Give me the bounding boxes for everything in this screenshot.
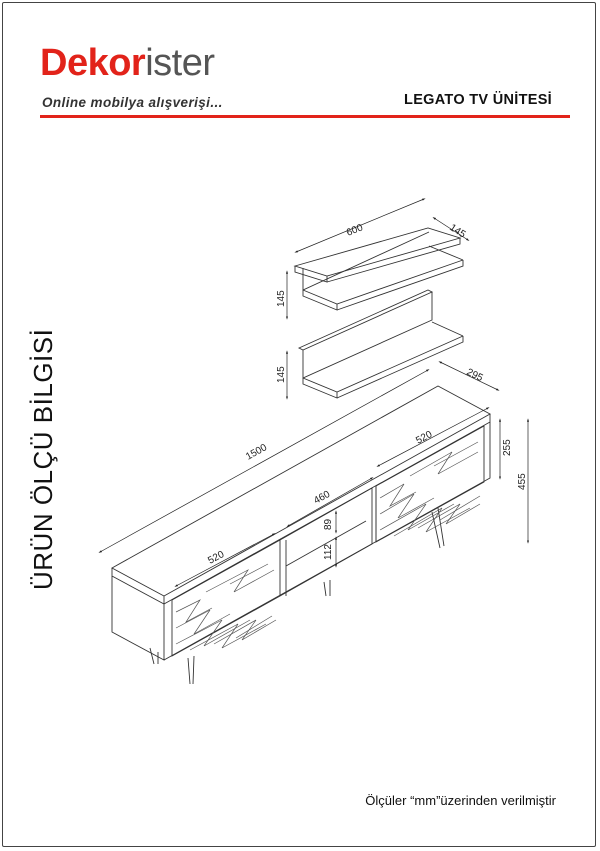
brand-logo-bold: Dekor	[40, 42, 146, 84]
header-divider	[40, 115, 570, 118]
product-title: LEGATO TV ÜNİTESİ	[404, 92, 552, 108]
lower-wall-shelf	[297, 289, 464, 399]
tv-unit	[111, 385, 491, 685]
dim-right-door-width: 520	[414, 429, 434, 447]
dim-middle-upper-height: 89	[323, 518, 334, 530]
upper-wall-shelf	[293, 227, 464, 311]
dim-middle-lower-height: 112	[323, 544, 334, 560]
dim-upper-shelf-height: 145	[276, 290, 287, 307]
brand-tagline: Online mobilya alışverişi...	[42, 95, 223, 110]
dimension-lines	[98, 198, 530, 587]
brand-logo-rest: ister	[145, 42, 215, 84]
dim-left-door-width: 520	[206, 549, 226, 567]
dim-total-height: 455	[517, 473, 528, 490]
brand-logo: Dekorister	[40, 44, 215, 82]
dim-body-height: 255	[502, 439, 513, 456]
dim-unit-depth: 295	[465, 367, 485, 384]
units-footnote: Ölçüler “mm”üzerinden verilmiştir	[365, 793, 556, 808]
dim-lower-shelf-height: 145	[276, 366, 287, 383]
dim-unit-length: 1500	[244, 442, 269, 463]
